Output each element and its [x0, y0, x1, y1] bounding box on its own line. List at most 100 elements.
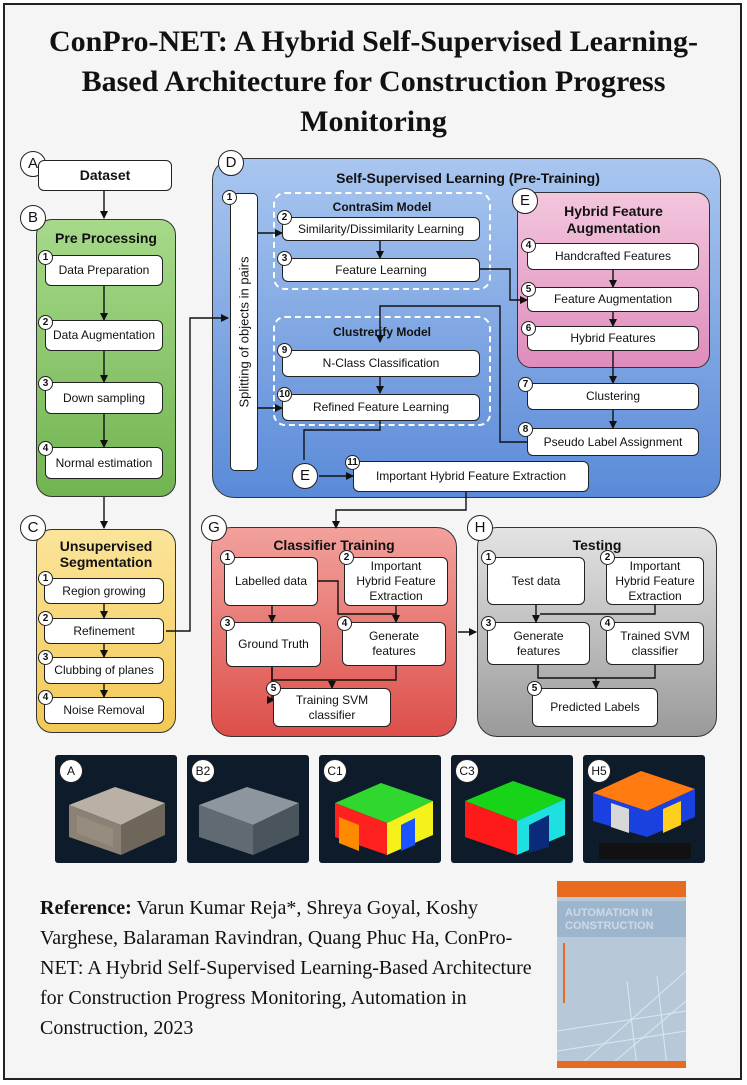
box-label-line: Important — [629, 558, 681, 573]
box-label-line: Important — [370, 559, 422, 573]
point-cloud-raw-drawing — [69, 787, 165, 855]
step-num: 1 — [222, 190, 237, 205]
thumbnail-label: C3 — [455, 759, 479, 783]
marker-e-connector: E — [292, 463, 318, 489]
step-num: 5 — [266, 681, 281, 696]
trained-svm-box: Trained SVM classifier — [606, 622, 704, 665]
marker-g: G — [201, 515, 227, 541]
contrasim-title: ContraSim Model — [332, 200, 432, 214]
step-num: 4 — [38, 441, 53, 456]
unsupervised-title-line-1: Unsupervised — [59, 538, 153, 554]
step-num: 2 — [38, 315, 53, 330]
step-normal-estimation: Normal estimation — [45, 447, 163, 479]
step-num: 2 — [38, 611, 53, 626]
step-num: 5 — [527, 681, 542, 696]
poster-title: ConPro-NET: A Hybrid Self-Supervised Lea… — [0, 22, 747, 142]
unsupervised-title-line-2: Segmentation — [59, 554, 153, 570]
clustrerify-group — [273, 316, 491, 426]
step-num: 3 — [38, 376, 53, 391]
hybrid-title: Hybrid Feature Augmentation — [518, 203, 709, 237]
unsupervised-title: Unsupervised Segmentation — [37, 538, 175, 570]
journal-cover-title-line-1: AUTOMATION IN — [565, 907, 653, 919]
hybrid-title-line-1: Hybrid Feature — [564, 203, 663, 219]
thumbnail-label: C1 — [323, 759, 347, 783]
step-num: 3 — [38, 650, 53, 665]
box-label-line: classifier — [308, 707, 356, 722]
step-num: 4 — [337, 616, 352, 631]
marker-e: E — [512, 188, 538, 214]
handcrafted-features-box: Handcrafted Features — [527, 243, 699, 270]
step-num: 9 — [277, 343, 292, 358]
thumbnail-label: H5 — [587, 759, 611, 783]
step-clubbing-of-planes: Clubbing of planes — [44, 657, 164, 684]
predicted-labels-box: Predicted Labels — [532, 688, 658, 727]
segmented-planes-clubbed-image: C3 — [451, 755, 573, 863]
point-cloud-downsampled-drawing — [199, 787, 299, 855]
feature-augmentation-box: Feature Augmentation — [527, 287, 699, 312]
important-feature-extraction-box: Important Hybrid Feature Extraction — [344, 557, 448, 606]
test-feature-extraction-box: Important Hybrid Feature Extraction — [606, 557, 704, 605]
marker-d: D — [218, 150, 244, 176]
splitting-box: Splitting of objects in pairs — [230, 193, 258, 471]
point-cloud-downsampled-image: B2 — [187, 755, 309, 863]
marker-h: H — [467, 515, 493, 541]
segmented-planes-clubbed-drawing — [465, 781, 565, 855]
pseudo-label-box: Pseudo Label Assignment — [527, 428, 699, 456]
clustering-box: Clustering — [527, 383, 699, 410]
step-data-augmentation: Data Augmentation — [45, 320, 163, 351]
box-label-line: Training SVM — [295, 692, 369, 707]
test-data-box: Test data — [487, 557, 585, 605]
step-num: 3 — [481, 616, 496, 631]
n-class-classification-box: N-Class Classification — [282, 350, 480, 377]
box-label-line: features — [372, 644, 416, 658]
point-cloud-raw-image: A — [55, 755, 177, 863]
title-line-2: Based Architecture for Construction Prog… — [81, 65, 666, 98]
hybrid-title-line-2: Augmentation — [566, 220, 661, 236]
journal-cover-artwork — [557, 901, 686, 1068]
marker-c: C — [20, 515, 46, 541]
similarity-learning-box: Similarity/Dissimilarity Learning — [282, 217, 480, 241]
journal-cover-title-line-2: CONSTRUCTION — [565, 920, 654, 932]
hybrid-feature-extraction-box: Important Hybrid Feature Extraction — [353, 461, 589, 492]
step-num: 6 — [521, 321, 536, 336]
step-num: 4 — [38, 690, 53, 705]
journal-cover-header — [557, 881, 686, 897]
testing-title: Testing — [572, 537, 622, 553]
step-num: 8 — [518, 422, 533, 437]
step-num: 1 — [38, 250, 53, 265]
thumbnail-label: B2 — [191, 759, 215, 783]
step-num: 2 — [339, 550, 354, 565]
step-noise-removal: Noise Removal — [44, 697, 164, 724]
clustrerify-title: Clustrerify Model — [332, 325, 431, 339]
title-line-1: ConPro-NET: A Hybrid Self-Supervised Lea… — [49, 25, 698, 58]
reference-label: Reference: — [40, 897, 132, 919]
box-label-line: classifier — [631, 643, 679, 658]
step-num: 1 — [481, 550, 496, 565]
feature-learning-box: Feature Learning — [282, 258, 480, 282]
step-num: 7 — [518, 377, 533, 392]
box-label-line: Trained SVM — [620, 628, 690, 643]
title-line-3: Monitoring — [300, 105, 447, 138]
step-num: 3 — [220, 616, 235, 631]
generate-features-box: Generate features — [342, 622, 446, 666]
step-num: 1 — [38, 571, 53, 586]
reference-citation: Varun Kumar Reja*, Shreya Goyal, Koshy V… — [40, 897, 532, 1039]
journal-cover-title: AUTOMATION IN CONSTRUCTION — [565, 907, 683, 933]
box-label-line: Hybrid Feature — [356, 574, 436, 588]
step-num: 2 — [600, 550, 615, 565]
thumbnail-label: A — [59, 759, 83, 783]
labelled-data-box: Labelled data — [224, 557, 318, 606]
segmented-planes-image: C1 — [319, 755, 441, 863]
segmented-planes-drawing — [335, 783, 433, 855]
ssl-title: Self-Supervised Learning (Pre-Training) — [336, 170, 600, 186]
step-refinement: Refinement — [44, 618, 164, 644]
step-num: 1 — [220, 550, 235, 565]
step-num: 11 — [345, 455, 360, 470]
contrasim-group — [273, 192, 491, 290]
box-label-line: Generate — [368, 629, 420, 643]
step-region-growing: Region growing — [44, 578, 164, 604]
preprocessing-title: Pre Processing — [55, 230, 157, 246]
box-label-line: Extraction — [628, 588, 682, 603]
refined-feature-learning-box: Refined Feature Learning — [282, 394, 480, 421]
test-generate-features-box: Generate features — [487, 622, 590, 665]
